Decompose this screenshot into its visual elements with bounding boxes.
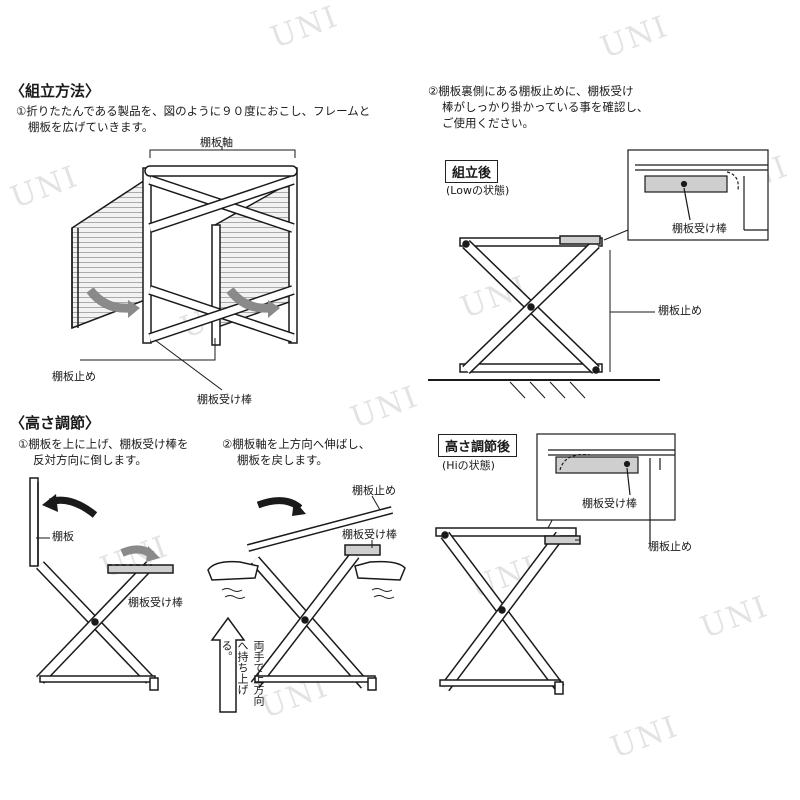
assembly-heading: 〈組立方法〉 — [10, 82, 101, 100]
fig-adjust-step2 — [207, 495, 406, 713]
after-adjust-box: 高さ調節後 — [438, 434, 518, 457]
height-step2-line2: 棚板を戻します。 — [237, 453, 328, 467]
height-step1-line1: ①棚板を上に上げ、棚板受け棒を — [18, 437, 189, 451]
after-assembly-stopper-label: 棚板止め — [658, 304, 702, 317]
after-adjust-bar-label: 棚板受け棒 — [582, 497, 637, 510]
assembly-step2-line1: ②棚板裏側にある棚板止めに、棚板受け — [428, 84, 634, 98]
label-bar-step1: 棚板受け棒 — [128, 596, 183, 609]
label-stopper-step2: 棚板止め — [352, 484, 396, 497]
fig-after-assembly — [428, 229, 660, 399]
after-assembly-box: 組立後 — [445, 160, 499, 183]
height-heading: 〈高さ調節〉 — [10, 414, 101, 432]
height-step2-line1: ②棚板軸を上方向へ伸ばし、 — [222, 437, 371, 451]
label-shelf-bar: 棚板受け棒 — [197, 393, 252, 406]
after-assembly-sub: (Lowの状態) — [446, 184, 510, 197]
label-shelf-shaft: 棚板軸 — [200, 136, 233, 149]
fig-after-adjust — [435, 504, 581, 695]
hand-lift-note: 両手で上方向へ持ち上げる。 — [220, 640, 265, 706]
after-adjust-stopper-label: 棚板止め — [648, 540, 692, 553]
zoom-panel-low — [627, 149, 769, 241]
after-adjust-sub: (Hiの状態) — [442, 459, 495, 472]
label-shelf: 棚板 — [52, 530, 74, 543]
assembly-step1-line1: ①折りたたんである製品を、図のように９０度におこし、フレームと — [16, 104, 371, 118]
label-shelf-stopper: 棚板止め — [52, 370, 96, 383]
height-step1-line2: 反対方向に倒します。 — [33, 453, 147, 467]
fig-assembly-3d — [71, 146, 298, 391]
assembly-step1-line2: 棚板を広げていきます。 — [28, 120, 154, 134]
label-bar-step2: 棚板受け棒 — [342, 528, 397, 541]
after-assembly-bar-label: 棚板受け棒 — [672, 222, 727, 235]
zoom-panel-hi — [536, 433, 676, 545]
fig-adjust-step1 — [29, 477, 174, 691]
assembly-step2-line3: ご使用ください。 — [442, 116, 534, 130]
assembly-step2-line2: 棒がしっかり掛かっている事を確認し、 — [442, 100, 649, 114]
